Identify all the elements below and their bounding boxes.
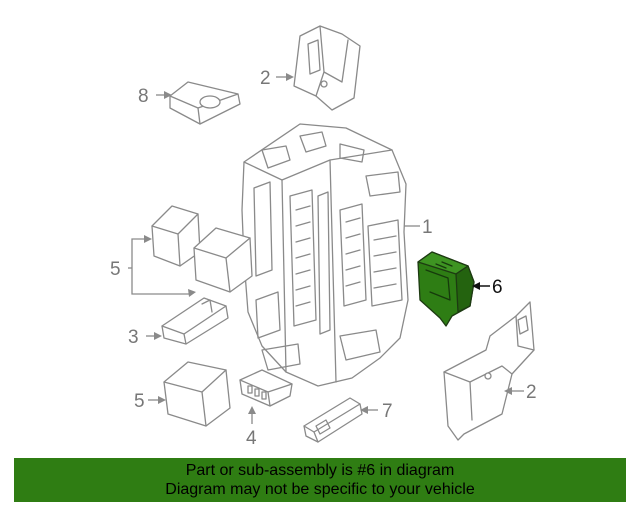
arrowhead-6 <box>472 282 480 290</box>
part-6-module-highlighted[interactable] <box>417 251 475 327</box>
info-banner: Part or sub-assembly is #6 in diagram Di… <box>14 458 626 502</box>
part-2-right-bracket[interactable] <box>443 301 535 441</box>
part-5-relay-lower[interactable] <box>163 361 231 427</box>
arrowhead-7 <box>360 406 368 414</box>
part-2-top-bracket[interactable] <box>293 25 361 111</box>
part-5-relay-upper-a[interactable] <box>151 205 201 267</box>
arrowhead-8 <box>164 91 172 99</box>
callout-6[interactable]: 6 <box>492 277 503 298</box>
part-1-fuse-box[interactable] <box>241 123 409 387</box>
part-5-relay-upper-b[interactable] <box>193 227 253 293</box>
callout-1[interactable]: 1 <box>422 217 433 238</box>
arrowhead-5b <box>188 289 196 297</box>
callout-2-right[interactable]: 2 <box>526 382 537 403</box>
leader-5-bracket <box>131 238 190 295</box>
callout-5-left[interactable]: 5 <box>110 259 121 280</box>
arrowhead-3 <box>154 332 162 340</box>
arrowhead-4 <box>248 406 256 414</box>
part-7-fuse-puller[interactable] <box>303 397 363 443</box>
callout-7[interactable]: 7 <box>382 401 393 422</box>
part-3-fuse-holder[interactable] <box>161 297 229 345</box>
part-8-bracket[interactable] <box>169 81 241 125</box>
callout-5-bottom[interactable]: 5 <box>134 391 145 412</box>
parts-diagram: 8 2 1 <box>110 25 537 449</box>
arrowhead-2-right <box>504 387 512 395</box>
callout-8[interactable]: 8 <box>138 86 149 107</box>
banner-line-1: Part or sub-assembly is #6 in diagram <box>185 462 455 479</box>
arrowhead-2-top <box>286 73 294 81</box>
callout-2-top[interactable]: 2 <box>260 68 271 89</box>
arrowhead-5-lower <box>158 396 166 404</box>
banner-line-2: Diagram may not be specific to your vehi… <box>165 481 475 498</box>
arrowhead-5a <box>144 235 152 243</box>
callout-3[interactable]: 3 <box>128 327 139 348</box>
part-4-fuse[interactable] <box>239 369 293 407</box>
callout-4[interactable]: 4 <box>246 428 257 449</box>
